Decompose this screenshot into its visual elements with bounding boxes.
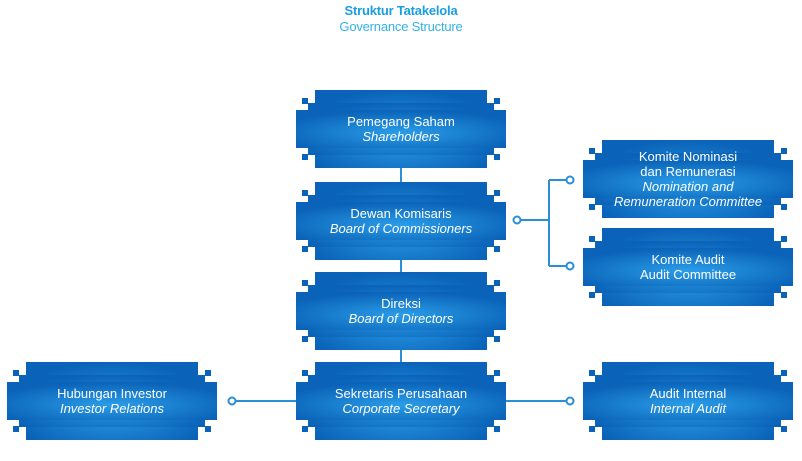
label-line-english: Board of Directors [348, 311, 454, 326]
label-line-english: Internal Audit [649, 401, 727, 416]
box-shareholders [296, 90, 506, 168]
label-line: Audit Internal [649, 386, 727, 401]
connectors [227, 168, 575, 406]
connector-node [512, 215, 522, 225]
connector-node [565, 175, 575, 185]
label-line: Audit Committee [639, 267, 737, 282]
box-audit-internal [583, 362, 793, 440]
box-secretary [296, 362, 506, 440]
box-investor [7, 362, 217, 440]
label-line: Dewan Komisaris [350, 206, 452, 221]
label-line: Pemegang Saham [347, 114, 455, 129]
connector-node [565, 261, 575, 271]
box-directors [296, 272, 506, 350]
label-line-english: Board of Commissioners [329, 221, 473, 236]
connector-node [565, 396, 575, 406]
box-commissioners [296, 182, 506, 260]
boxes [7, 90, 793, 440]
diagram-title: Struktur Tatakelola [344, 3, 458, 18]
box-nomination [583, 140, 793, 218]
label-line: Komite Nominasi [638, 149, 738, 164]
label-line-english: Investor Relations [59, 401, 165, 416]
label-line: Hubungan Investor [57, 386, 167, 401]
connector-node [227, 396, 237, 406]
label-line: Komite Audit [651, 252, 725, 267]
label-line: Direksi [381, 296, 421, 311]
label-line-english: Nomination and [642, 179, 734, 194]
label-line-english: Corporate Secretary [342, 401, 460, 416]
label-line: Sekretaris Perusahaan [334, 386, 468, 401]
label-line-english: Remuneration Committee [613, 194, 763, 209]
box-audit-committee [583, 228, 793, 306]
diagram-subtitle: Governance Structure [339, 19, 463, 34]
label-line-english: Shareholders [362, 129, 440, 144]
label-line: dan Remunerasi [640, 164, 736, 179]
